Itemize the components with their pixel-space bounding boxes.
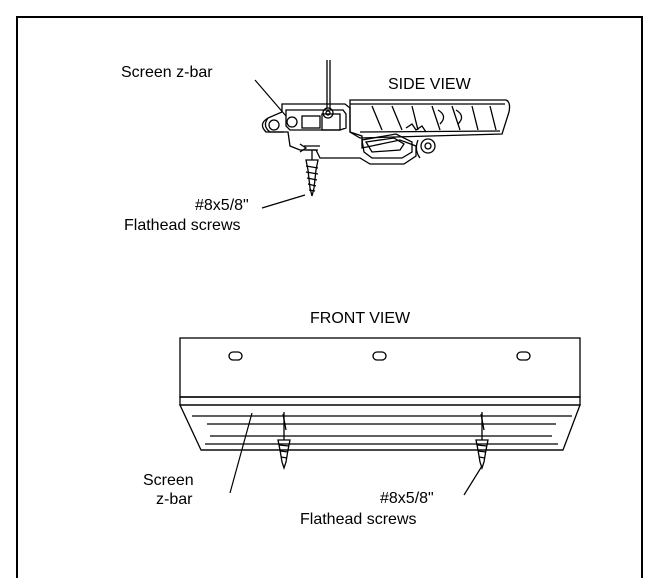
front-view-drawing — [178, 337, 581, 471]
side-view-title: SIDE VIEW — [388, 76, 471, 93]
side-screw-size-label: #8x5/8" — [195, 197, 249, 214]
front-screw-size-label: #8x5/8" — [380, 490, 434, 507]
front-zbar-label-line1: Screen — [143, 472, 194, 489]
front-zbar-label-line2: z-bar — [156, 491, 193, 508]
front-view-leaders — [229, 412, 483, 496]
side-screw-type-label: Flathead screws — [124, 217, 241, 234]
side-view-drawing — [261, 60, 511, 197]
side-view-leaders — [254, 79, 306, 209]
side-zbar-label: Screen z-bar — [121, 64, 213, 81]
diagram-border — [16, 16, 643, 578]
front-view-title: FRONT VIEW — [310, 310, 411, 327]
front-screw-type-label: Flathead screws — [300, 511, 417, 528]
